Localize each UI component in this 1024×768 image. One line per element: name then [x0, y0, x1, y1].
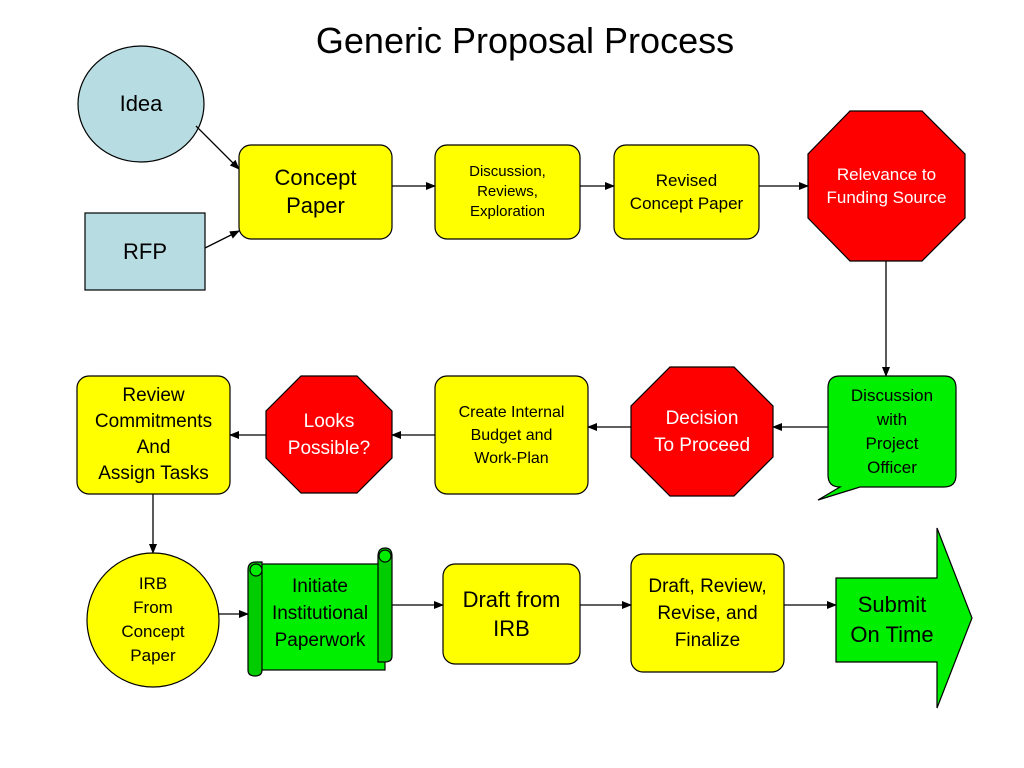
looks-possible-octagon [265, 375, 393, 494]
submit-arrow [835, 527, 973, 709]
relevance-octagon [807, 110, 966, 262]
draft-review-box [630, 553, 785, 673]
node-budget-label: Create Internal Budget and Work-Plan [458, 403, 565, 467]
node-looks-possible-label: Looks Possible? [287, 410, 371, 459]
node-discussion-reviews-label: Discussion, Reviews, Exploration [469, 163, 546, 220]
node-review-commitments-label: Review Commitments And Assign Tasks [94, 385, 213, 484]
node-draft-irb-label: Draft from IRB [462, 587, 561, 641]
node-submit-label: Submit On Time [850, 592, 934, 647]
page-title: Generic Proposal Process [315, 20, 735, 61]
node-relevance-label: Relevance to Funding Source [826, 165, 947, 207]
idea-circle [77, 45, 205, 163]
discussion-reviews-box [434, 144, 581, 240]
revised-concept-box [613, 144, 760, 240]
node-discussion-officer-label: Discussion with Project Officer [850, 385, 934, 477]
node-rfp-label: RFP [123, 238, 167, 264]
decision-octagon [630, 366, 774, 497]
node-revised-concept-label: Revised Concept Paper [629, 171, 744, 213]
node-decision-label: Decision To Proceed [653, 407, 751, 456]
node-draft-review-label: Draft, Review, Revise, and Finalize [648, 575, 767, 651]
initiate-scroll [247, 547, 393, 677]
arrow-idea-to-concept [195, 125, 240, 170]
concept-paper-box [238, 144, 393, 240]
rfp-box [84, 212, 206, 291]
node-idea-label: Idea [119, 91, 163, 116]
discussion-officer-callout [817, 375, 957, 501]
node-initiate-label: Initiate Institutional Paperwork [271, 575, 369, 651]
node-irb-label: IRB From Concept Paper [121, 574, 185, 665]
node-concept-paper-label: Concept Paper [274, 165, 357, 218]
arrow-rfp-to-concept [204, 230, 240, 249]
draft-irb-box [442, 563, 581, 665]
